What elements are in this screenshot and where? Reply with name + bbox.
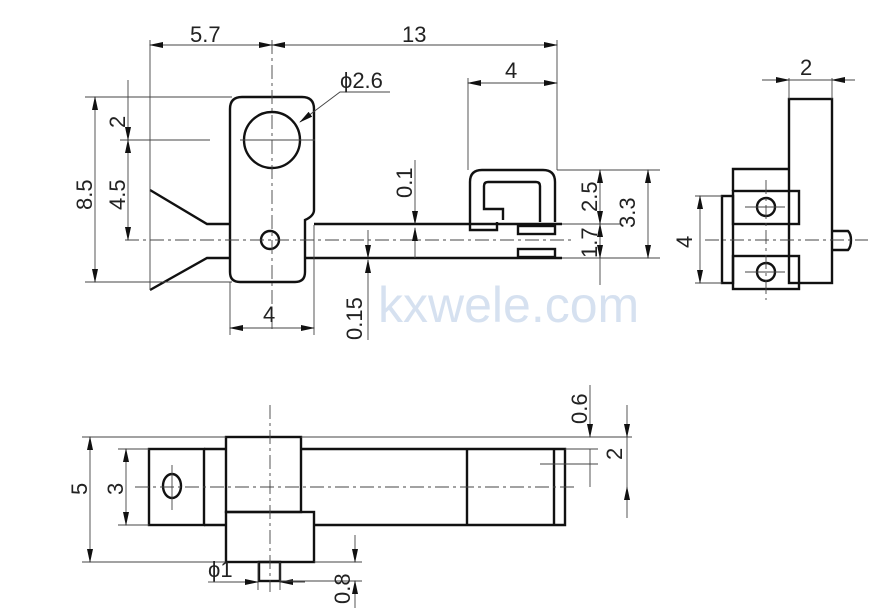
dim-4-5: 4.5 [105,179,130,210]
lower-pad [516,247,557,259]
upper-lead [149,188,562,226]
dim-0-6: 0.6 [567,393,592,424]
dim-4-side: 4 [672,236,697,248]
dim-5-bottom: 5 [67,483,92,495]
dim-3-3: 3.3 [615,197,640,228]
dim-2-top: 2 [105,116,130,128]
dim-0-1: 0.1 [392,167,417,198]
side-pin [832,229,853,252]
dim-8-5: 8.5 [72,179,97,210]
side-view: 2 4 [672,55,868,300]
dim-13: 13 [402,22,426,47]
dim-0-15: 0.15 [342,297,367,340]
dim-3-bottom: 3 [103,483,128,495]
bottom-view: 5 3 0.6 2 ϕ1 0.8 [67,385,632,608]
dim-2-side: 2 [800,55,812,80]
dim-4-bracket: 4 [505,58,517,83]
mounting-block [228,95,316,284]
dim-hole-dia: ϕ2.6 [340,68,383,93]
dim-0-8: 0.8 [330,573,355,604]
dim-5-7: 5.7 [190,22,221,47]
dim-2-bottom: 2 [602,448,627,460]
watermark: kxwele.com [378,277,639,333]
dim-4-block: 4 [263,302,275,327]
bottom-upper-block [224,435,303,514]
bottom-pin [257,560,282,583]
upper-pad [516,224,557,236]
bracket [468,168,557,232]
side-backplate [720,194,735,285]
dim-1-7: 1.7 [577,227,602,258]
dim-pin-dia: ϕ1 [208,557,233,582]
front-view: 5.7 13 4 ϕ2.6 8.5 2 4.5 0.1 0.15 4 2.5 1… [72,22,660,340]
dim-2-5: 2.5 [577,181,602,212]
